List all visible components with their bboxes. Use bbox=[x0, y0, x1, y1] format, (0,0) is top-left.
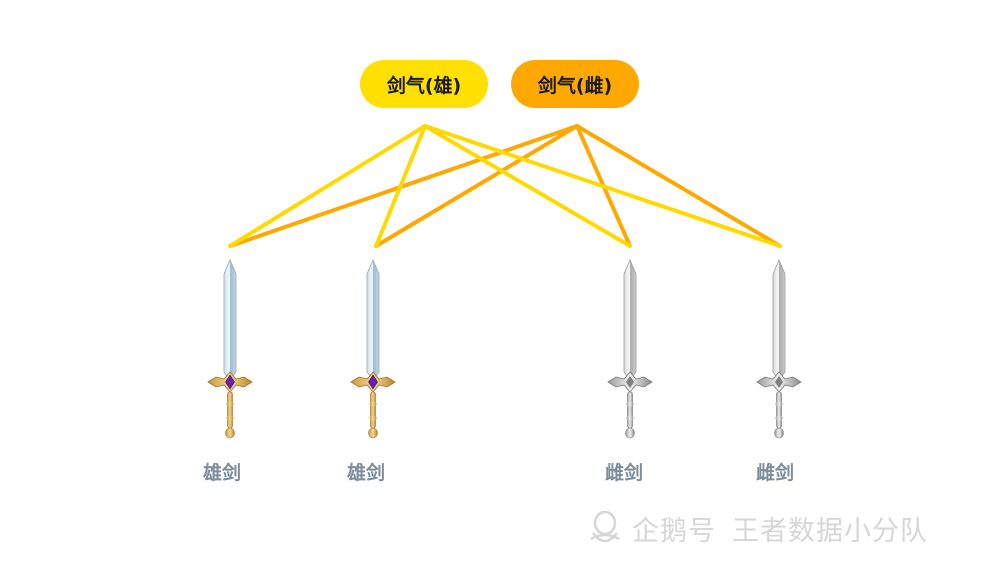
edge-female-qi-to-sword-1 bbox=[228, 124, 579, 248]
edge-male-qi-to-sword-1 bbox=[228, 124, 427, 248]
male-sword-icon bbox=[207, 258, 253, 439]
penguin-logo-icon bbox=[590, 510, 620, 543]
female-sword-icon bbox=[756, 258, 802, 439]
sword-label-2: 雄剑 bbox=[346, 462, 385, 484]
sword-label-4: 雌剑 bbox=[755, 462, 794, 484]
sword-label-3: 雌剑 bbox=[604, 462, 643, 484]
edge-male-qi-to-sword-2 bbox=[374, 124, 427, 248]
watermark-author: 王者数据小分队 bbox=[732, 515, 928, 547]
female-sword-qi-node: 剑气(雌) bbox=[511, 60, 639, 108]
sword-label-1: 雄剑 bbox=[202, 462, 241, 484]
edge-female-qi-to-sword-4 bbox=[575, 124, 782, 248]
male-sword-icon bbox=[350, 258, 396, 439]
watermark: 企鹅号 王者数据小分队 bbox=[588, 506, 928, 550]
watermark-brand: 企鹅号 bbox=[632, 515, 716, 547]
edge-female-qi-to-sword-2 bbox=[374, 124, 579, 248]
male-sword-qi-node: 剑气(雄) bbox=[360, 60, 488, 108]
edge-male-qi-to-sword-3 bbox=[423, 124, 632, 248]
edge-male-qi-to-sword-4 bbox=[423, 124, 782, 248]
female-sword-icon bbox=[607, 258, 653, 439]
